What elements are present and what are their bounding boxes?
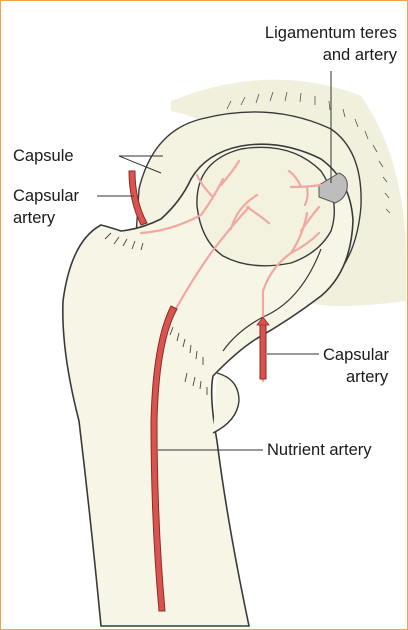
- capsular-artery-right: [260, 323, 266, 379]
- label-capsular-artery-right-line2: artery: [346, 367, 388, 388]
- femoral-head: [197, 147, 334, 265]
- label-capsular-artery-left-line2: artery: [13, 208, 55, 229]
- label-capsule: Capsule: [13, 146, 74, 167]
- label-capsular-artery-left-line1: Capsular: [13, 186, 79, 207]
- label-ligamentum-teres-line1: Ligamentum teres: [265, 23, 397, 44]
- label-capsular-artery-right-line1: Capsular: [323, 345, 389, 366]
- lesser-trochanter: [213, 373, 239, 433]
- label-nutrient-artery: Nutrient artery: [267, 440, 372, 461]
- label-ligamentum-teres-line2: and artery: [323, 45, 397, 66]
